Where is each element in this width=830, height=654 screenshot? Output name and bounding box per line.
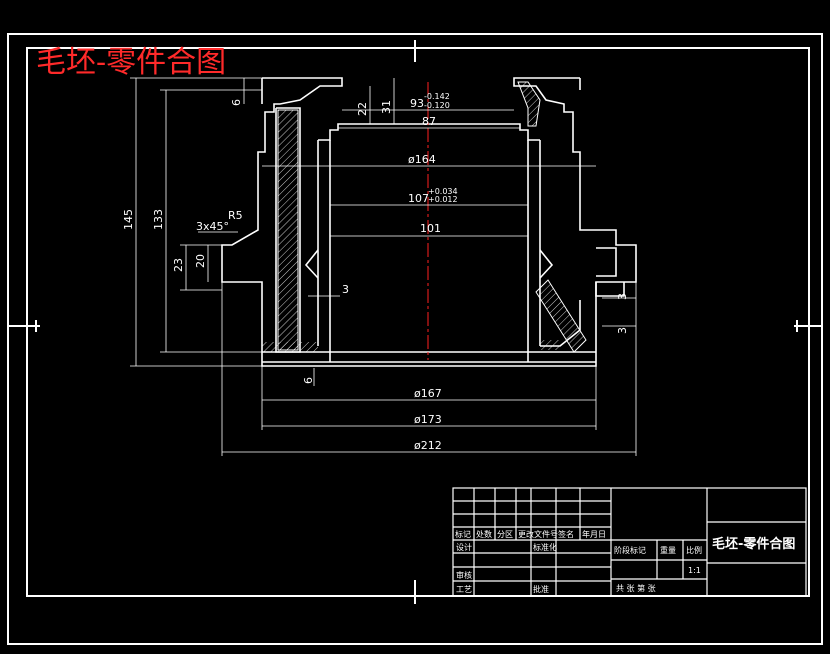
tb-stage-mark: 阶段标记 [614, 545, 646, 555]
drawing-title: 毛坯-零件合图 [36, 45, 226, 80]
tb-scale-label: 比例 [686, 545, 702, 555]
tb-weight: 重量 [660, 545, 676, 555]
section-hatching [262, 81, 587, 353]
tb-scale-value: 1:1 [688, 566, 701, 575]
dim-107-tol-top: +0.034 [428, 187, 458, 196]
dim-167: ø167 [414, 387, 442, 400]
tb-approve: 批准 [533, 584, 549, 594]
dim-173: ø173 [414, 413, 442, 426]
dim-107: 107 [408, 192, 429, 205]
dimension-texts: 93 -0.142 -0.120 87 ø164 107 +0.034 +0.0… [122, 92, 629, 452]
tb-review: 审核 [456, 570, 472, 580]
dim-93-tol-bot: -0.120 [424, 101, 450, 110]
centering-marks [8, 40, 822, 604]
dim-164: ø164 [408, 153, 436, 166]
tb-standard: 标准化 [533, 542, 557, 552]
dim-93-tol-top: -0.142 [424, 92, 450, 101]
dim-101: 101 [420, 222, 441, 235]
tb-process: 工艺 [456, 585, 472, 594]
dim-87: 87 [422, 115, 436, 128]
dim-31: 31 [380, 100, 393, 114]
dim-3-right-b: 3 [616, 327, 629, 334]
dim-20: 20 [194, 254, 207, 268]
dim-chamfer: 3x45° [196, 220, 229, 233]
dim-23: 23 [172, 258, 185, 272]
tb-mark: 标记 [455, 529, 471, 539]
dim-93: 93 [410, 97, 424, 110]
tb-count: 处数 [476, 529, 492, 539]
dim-6-bot: 6 [302, 377, 315, 384]
inner-frame [26, 47, 810, 597]
tb-change-doc: 更改文件号 [518, 529, 558, 539]
tb-date: 年月日 [582, 529, 606, 539]
dim-3-left: 3 [342, 283, 349, 296]
dim-133: 133 [152, 209, 165, 230]
tb-sign: 签名 [558, 529, 574, 539]
tb-sheets: 共 张 第 张 [616, 583, 656, 593]
outer-frame [7, 33, 823, 645]
dim-22: 22 [356, 102, 369, 116]
dim-radius: R5 [228, 209, 243, 222]
tb-design: 设计 [456, 542, 472, 552]
dim-212: ø212 [414, 439, 442, 452]
dimension-lines [130, 77, 637, 456]
tb-drawing-name: 毛坯-零件合图 [712, 536, 795, 552]
dim-6-top: 6 [230, 99, 243, 106]
dim-3-right-a: 3 [616, 293, 629, 300]
dim-145: 145 [122, 209, 135, 230]
title-block [452, 487, 807, 597]
title-block-texts: 标记 处数 分区 更改文件号 签名 年月日 设计 标准化 阶段标记 重量 比例 … [455, 529, 795, 594]
tb-zone: 分区 [497, 530, 513, 539]
dim-107-tol-bot: +0.012 [428, 195, 458, 204]
